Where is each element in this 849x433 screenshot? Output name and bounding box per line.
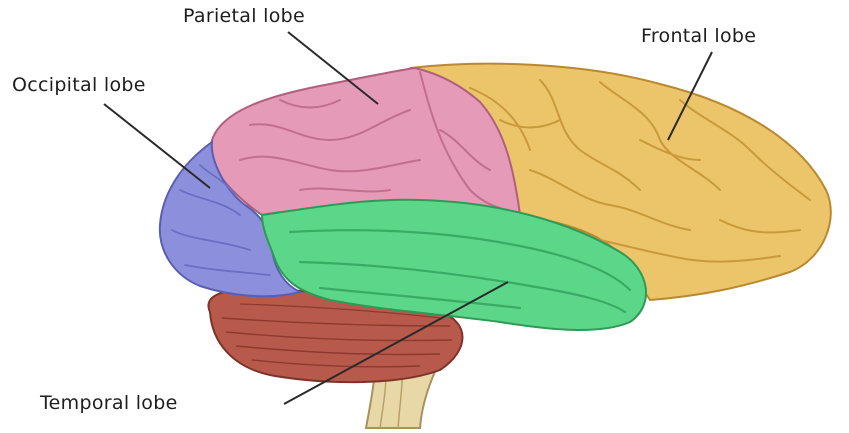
occipital-leader-line [104, 104, 210, 188]
temporal-lobe-label: Temporal lobe [40, 394, 178, 413]
frontal-lobe-label: Frontal lobe [641, 27, 756, 46]
occipital-lobe-label: Occipital lobe [12, 76, 146, 95]
parietal-lobe-label: Parietal lobe [183, 7, 305, 26]
